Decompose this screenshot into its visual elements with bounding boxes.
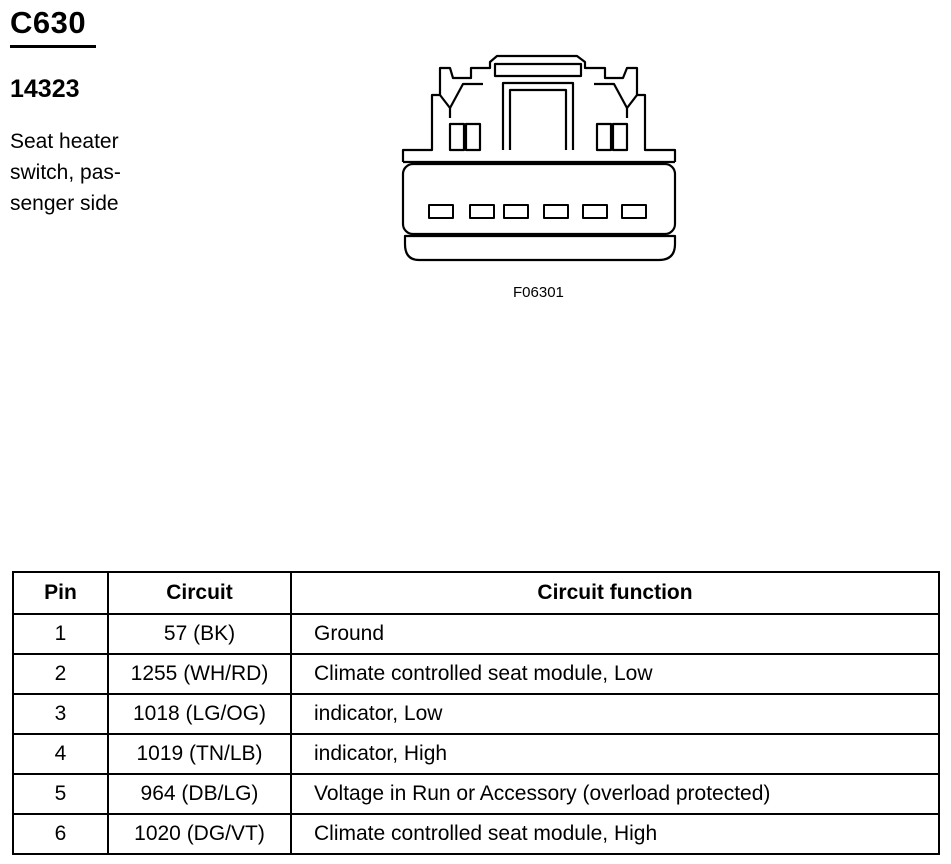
connector-face-diagram bbox=[401, 54, 677, 262]
circuit-function: Voltage in Run or Accessory (overload pr… bbox=[290, 773, 940, 815]
pin-number: 2 bbox=[12, 653, 109, 695]
connector-description: Seat heater switch, pas- senger side bbox=[10, 126, 150, 219]
connector-id-underline bbox=[10, 45, 96, 48]
table-row: 1 57 (BK) Ground bbox=[12, 613, 940, 655]
header-pin: Pin bbox=[12, 571, 109, 615]
header-circuit-function: Circuit function bbox=[290, 571, 940, 615]
circuit-code: 1018 (LG/OG) bbox=[107, 693, 292, 735]
pinout-table: Pin Circuit Circuit function 1 57 (BK) G… bbox=[12, 571, 940, 855]
connector-id: C630 bbox=[10, 5, 87, 40]
pin-number: 3 bbox=[12, 693, 109, 735]
circuit-code: 1020 (DG/VT) bbox=[107, 813, 292, 855]
description-line: senger side bbox=[10, 192, 119, 215]
table-row: 4 1019 (TN/LB) indicator, High bbox=[12, 733, 940, 775]
circuit-function: Climate controlled seat module, Low bbox=[290, 653, 940, 695]
circuit-code: 1019 (TN/LB) bbox=[107, 733, 292, 775]
circuit-code: 1255 (WH/RD) bbox=[107, 653, 292, 695]
table-row: 3 1018 (LG/OG) indicator, Low bbox=[12, 693, 940, 735]
description-line: switch, pas- bbox=[10, 161, 121, 184]
circuit-function: indicator, Low bbox=[290, 693, 940, 735]
part-number: 14323 bbox=[10, 75, 80, 103]
pin-number: 5 bbox=[12, 773, 109, 815]
table-row: 6 1020 (DG/VT) Climate controlled seat m… bbox=[12, 813, 940, 855]
table-row: 2 1255 (WH/RD) Climate controlled seat m… bbox=[12, 653, 940, 695]
circuit-function: indicator, High bbox=[290, 733, 940, 775]
pin-number: 4 bbox=[12, 733, 109, 775]
circuit-code: 964 (DB/LG) bbox=[107, 773, 292, 815]
table-header-row: Pin Circuit Circuit function bbox=[12, 571, 940, 615]
figure-code: F06301 bbox=[513, 284, 564, 301]
circuit-function: Climate controlled seat module, High bbox=[290, 813, 940, 855]
header-circuit: Circuit bbox=[107, 571, 292, 615]
pin-number: 1 bbox=[12, 613, 109, 655]
description-line: Seat heater bbox=[10, 130, 119, 153]
circuit-function: Ground bbox=[290, 613, 940, 655]
pin-number: 6 bbox=[12, 813, 109, 855]
circuit-code: 57 (BK) bbox=[107, 613, 292, 655]
table-row: 5 964 (DB/LG) Voltage in Run or Accessor… bbox=[12, 773, 940, 815]
